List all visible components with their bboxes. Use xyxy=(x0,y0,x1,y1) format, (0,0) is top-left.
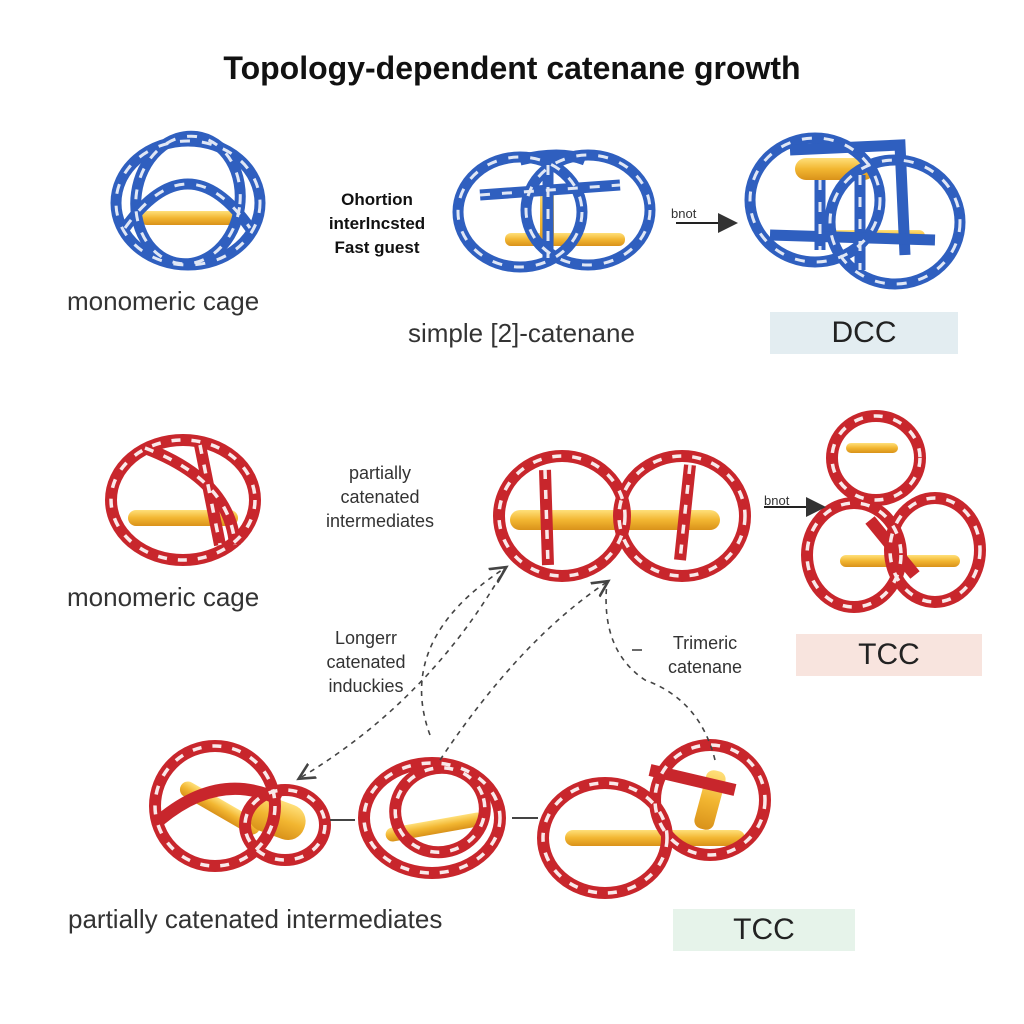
middle-note-line-1: partially xyxy=(348,463,412,483)
blue-note-line-3: Fast guest xyxy=(334,238,420,257)
left-note-line-1: Longerr xyxy=(334,628,398,648)
left-note-line-2: catenated xyxy=(326,652,406,672)
tcc-badge-middle: TCC xyxy=(796,634,982,676)
red-intermediate-center xyxy=(358,757,506,879)
middle-note-line-2: catenated xyxy=(340,487,420,507)
middle-note: partially catenated intermediates xyxy=(306,461,454,533)
guest-molecule xyxy=(140,211,240,225)
blue-arrow-label: bnot xyxy=(671,206,697,221)
red-monomeric-cage xyxy=(105,434,261,566)
red-tcc-trimer xyxy=(801,410,986,613)
blue-dimer-caption: simple [2]-catenane xyxy=(408,318,635,348)
red-monomer-caption: monomeric cage xyxy=(67,582,260,612)
dashed-arrow-up-to-middle xyxy=(420,568,505,736)
dcc-badge: DCC xyxy=(770,312,958,354)
red-intermediate-left xyxy=(149,740,331,872)
blue-monomeric-cage xyxy=(110,130,266,271)
diagram-title: Topology-dependent catenane growth xyxy=(223,50,801,86)
middle-note-line-3: intermediates xyxy=(325,511,435,531)
bottom-caption: partially catenated intermediates xyxy=(68,904,443,934)
dashed-arrow-center-to-middle xyxy=(439,582,607,761)
red-arrow-label: bnot xyxy=(764,493,790,508)
blue-note-line-1: Ohortion xyxy=(341,190,413,209)
red-partial-catenane-middle xyxy=(493,450,751,582)
right-note-line-1: Trimeric xyxy=(672,633,738,653)
blue-note-line-2: interlncsted xyxy=(328,214,426,233)
right-note-line-2: catenane xyxy=(667,657,743,677)
tcc-badge-bottom: TCC xyxy=(673,909,855,951)
blue-note: Ohortion interlncsted Fast guest xyxy=(318,188,436,260)
longer-catenated-note: Longerr catenated induckies xyxy=(306,626,426,698)
blue-dcc-catenane xyxy=(744,132,966,290)
dashed-arrow-right-to-middle xyxy=(605,581,716,761)
left-note-line-3: induckies xyxy=(328,676,404,696)
trimeric-catenane-note: Trimeric catenane xyxy=(650,631,760,679)
red-intermediate-right xyxy=(537,739,771,899)
blue-monomer-caption: monomeric cage xyxy=(67,286,260,316)
blue-2-catenane xyxy=(452,149,656,273)
